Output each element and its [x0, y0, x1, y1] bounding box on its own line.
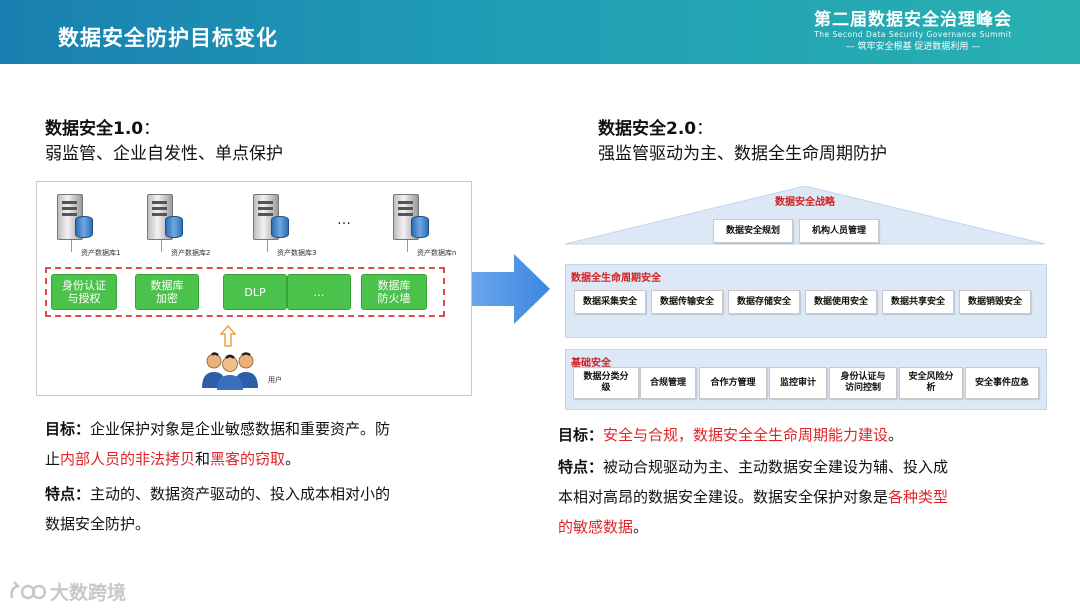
base-item: 安全事件应急 — [965, 367, 1039, 399]
control-label: 防火墙 — [377, 292, 411, 305]
ellipsis: … — [337, 212, 351, 228]
base-item-label: 数据分类分 — [583, 372, 629, 382]
right-subheading: 强监管驱动为主、数据全生命周期防护 — [598, 144, 887, 164]
base-item-label: 析 — [926, 383, 936, 393]
left-heading: 数据安全1.0： — [45, 117, 160, 141]
right-goal: 目标：安全与合规，数据安全全生命周期能力建设。 — [558, 420, 1058, 450]
left-subheading: 弱监管、企业自发性、单点保护 — [45, 144, 283, 164]
users-icon — [202, 352, 258, 390]
up-arrow-icon — [220, 325, 236, 347]
right-feature-text: 。 — [633, 518, 649, 536]
base-item: 数据分类分级 — [573, 367, 639, 399]
base-item-label: 访问控制 — [844, 383, 881, 393]
right-heading: 数据安全2.0： — [598, 117, 713, 141]
left-goal: 目标：企业保护对象是企业敏感数据和重要资产。防 止内部人员的非法拷贝和黑客的窃取… — [45, 414, 465, 474]
strategy-pyramid — [565, 186, 1045, 245]
base-item-label: 安全风险分 — [908, 372, 954, 382]
base-item-label: 级 — [601, 383, 611, 393]
lifecycle-title: 数据全生命周期安全 — [571, 273, 661, 284]
server-icon — [253, 194, 289, 240]
strategy-item: 数据安全规划 — [713, 219, 793, 243]
strategy-item: 机构人员管理 — [799, 219, 879, 243]
control-box-more: … — [287, 274, 351, 310]
control-label: DLP — [244, 285, 266, 299]
lifecycle-item: 数据存储安全 — [728, 290, 800, 314]
brand-name: 大数跨境 — [50, 582, 127, 604]
brand-logo-icon — [10, 580, 46, 599]
protection-boundary — [45, 267, 445, 317]
summit-slogan: — 筑牢安全根基 促进数据利用 — — [845, 42, 981, 52]
base-item: 合作方管理 — [699, 367, 767, 399]
right-feature-highlight: 的敏感数据 — [558, 518, 634, 536]
connector-line — [267, 240, 268, 252]
control-label: … — [313, 285, 325, 299]
connector-line — [71, 240, 72, 252]
left-heading-bold: 数据安全1.0 — [45, 119, 144, 139]
right-goal-text: 。 — [888, 426, 904, 444]
header-banner: 数据安全防护目标变化 第二届数据安全治理峰会 The Second Data S… — [0, 0, 1080, 64]
control-label: 数据库 — [377, 279, 411, 292]
page-title: 数据安全防护目标变化 — [58, 26, 278, 50]
left-goal-text: 和 — [195, 450, 211, 468]
server-icon — [393, 194, 429, 240]
control-box-firewall: 数据库防火墙 — [361, 274, 427, 310]
right-heading-bold: 数据安全2.0 — [598, 119, 697, 139]
right-feature: 特点：被动合规驱动为主、主动数据安全建设为辅、投入成 本相对高昂的数据安全建设。… — [558, 452, 1058, 542]
left-heading-colon: ： — [143, 119, 161, 139]
user-label: 用户 — [268, 376, 282, 384]
left-goal-text: 企业保护对象是企业敏感数据和重要资产。防 — [90, 420, 391, 438]
server-label: 资产数据库2 — [171, 249, 211, 257]
right-feature-highlight: 各种类型 — [888, 488, 949, 506]
lifecycle-item: 数据传输安全 — [651, 290, 723, 314]
base-item: 安全风险分析 — [899, 367, 963, 399]
left-goal-text: 止 — [45, 450, 61, 468]
control-label: 数据库 — [150, 279, 184, 292]
summit-name-en: The Second Data Security Governance Summ… — [814, 30, 1012, 39]
right-heading-colon: ： — [696, 119, 714, 139]
right-goal-label: 目标： — [558, 426, 604, 444]
lifecycle-item: 数据采集安全 — [574, 290, 646, 314]
brand-watermark: 大数跨境 — [8, 578, 126, 605]
left-feature-label: 特点： — [45, 485, 91, 503]
control-label: 与授权 — [67, 292, 101, 305]
transition-arrow-icon — [472, 254, 550, 324]
left-goal-label: 目标： — [45, 420, 91, 438]
base-title: 基础安全 — [571, 358, 611, 369]
summit-name-cn: 第二届数据安全治理峰会 — [814, 10, 1012, 30]
control-box-dlp: DLP — [223, 274, 287, 310]
lifecycle-item: 数据销毁安全 — [959, 290, 1031, 314]
summit-logo: 第二届数据安全治理峰会 The Second Data Security Gov… — [798, 10, 1028, 54]
right-feature-text: 被动合规驱动为主、主动数据安全建设为辅、投入成 — [603, 458, 949, 476]
control-box-auth: 身份认证与授权 — [51, 274, 117, 310]
left-feature-text: 数据安全防护。 — [45, 515, 151, 533]
right-feature-text: 本相对高昂的数据安全建设。数据安全保护对象是 — [558, 488, 889, 506]
lifecycle-item: 数据共享安全 — [882, 290, 954, 314]
left-feature: 特点：主动的、数据资产驱动的、投入成本相对小的 数据安全防护。 — [45, 479, 465, 539]
right-feature-label: 特点： — [558, 458, 604, 476]
left-goal-highlight: 内部人员的非法拷贝 — [60, 450, 196, 468]
lifecycle-item: 数据使用安全 — [805, 290, 877, 314]
strategy-title: 数据安全战略 — [775, 197, 835, 208]
connector-line — [161, 240, 162, 252]
base-item: 合规管理 — [640, 367, 696, 399]
control-box-encryption: 数据库加密 — [135, 274, 199, 310]
left-goal-highlight: 黑客的窃取 — [210, 450, 286, 468]
server-label: 资产数据库1 — [81, 249, 121, 257]
server-icon — [147, 194, 183, 240]
right-goal-highlight: 安全与合规，数据安全全生命周期能力建设 — [603, 426, 889, 444]
control-label: 身份认证 — [62, 279, 106, 292]
base-item: 监控审计 — [769, 367, 827, 399]
control-label: 加密 — [156, 292, 178, 305]
base-item-label: 身份认证与 — [840, 372, 886, 382]
legacy-security-diagram: 资产数据库1 资产数据库2 资产数据库3 … 资产数据库n 身份认证与授权 数据… — [36, 181, 472, 396]
server-label: 资产数据库3 — [277, 249, 317, 257]
left-goal-text: 。 — [285, 450, 301, 468]
server-icon — [57, 194, 93, 240]
left-feature-text: 主动的、数据资产驱动的、投入成本相对小的 — [90, 485, 391, 503]
server-label: 资产数据库n — [417, 249, 457, 257]
connector-line — [407, 240, 408, 252]
base-item: 身份认证与访问控制 — [829, 367, 897, 399]
